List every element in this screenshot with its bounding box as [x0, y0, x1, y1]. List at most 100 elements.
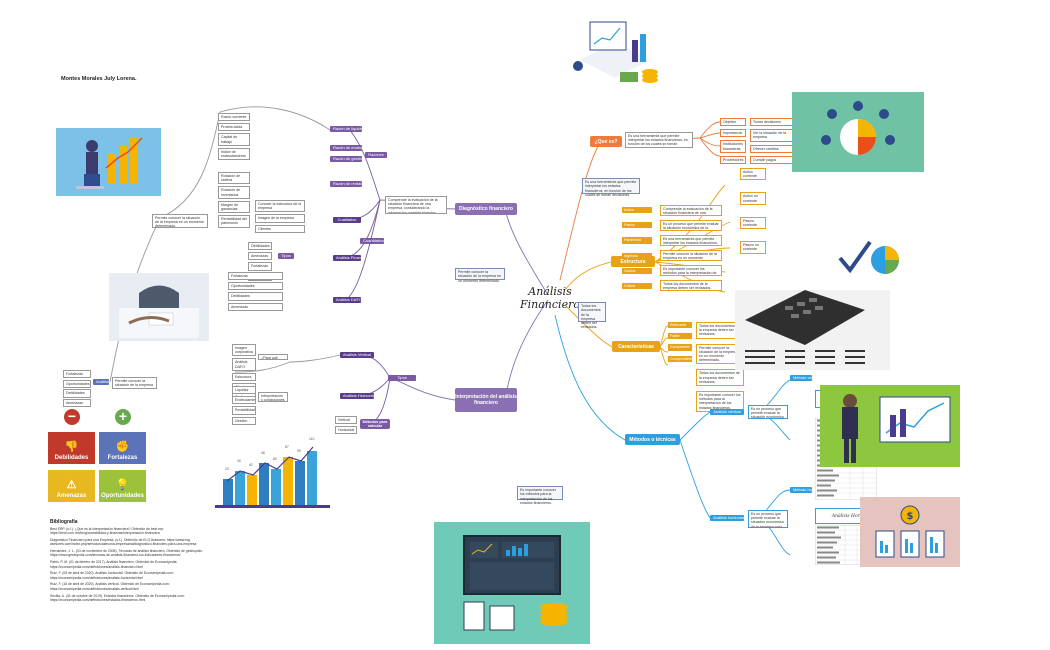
cuantitativo-node[interactable]: Cuantitativo: [360, 238, 384, 244]
quees-desc: Ofrecer créditos: [750, 144, 794, 153]
dafo-item: Fortalezas: [228, 272, 283, 281]
tipos-interp-node[interactable]: Tipos: [388, 375, 416, 381]
cualitativo-node[interactable]: Cualitativo: [333, 217, 361, 223]
estructura-item[interactable]: Activo: [622, 207, 652, 214]
metodos-calcular-node[interactable]: Métodos para calcular: [360, 419, 390, 429]
illustration-dollar-documents: $: [860, 497, 960, 567]
illustration-person-chart: [56, 128, 161, 196]
left-dafo-desc: Permite conocer la situación de la empre…: [112, 377, 157, 389]
branch-interpretacion[interactable]: Interpretación del análisis financiero: [455, 388, 517, 412]
interp-left-item: Imagen corporativa: [232, 344, 256, 357]
analisis-horizontal-node[interactable]: Análisis Horizontal: [340, 393, 374, 399]
estructura-right-item: Activo no corriente: [740, 192, 766, 205]
interp-sub-left-item: Liquidez: [232, 386, 256, 395]
tipos-item: Fortalezas: [248, 262, 272, 271]
diag-left-list-2: Rotación de cartera Rotación de inventar…: [218, 172, 250, 230]
metodo-vertical-label[interactable]: Método vertical: [790, 375, 812, 381]
fist-icon: ✊: [115, 441, 130, 453]
left-dafo-node[interactable]: Análisis DAFO: [93, 379, 109, 385]
left-box-item: Fortalezas: [63, 370, 91, 379]
illustration-dashboard-coins: [434, 522, 590, 644]
caract-item[interactable]: Comparable: [668, 344, 692, 351]
bibliography-title: Bibliografía: [50, 519, 78, 525]
tipos-item: Amenazas: [248, 252, 272, 261]
metodos-calc-list: Vertical Horizontal: [335, 416, 357, 436]
caract-item[interactable]: Comprensible: [668, 355, 692, 362]
swot-amenazas-label: Amenazas: [56, 493, 87, 499]
razon-liquidez[interactable]: Razón de liquidez: [330, 126, 362, 132]
swot-debilidades-label: Debilidades: [54, 455, 89, 461]
metodo-horizontal-label[interactable]: Método horizontal: [790, 487, 812, 493]
metodos-vertical-node[interactable]: Análisis vertical: [710, 409, 744, 415]
estructura-desc: Comprende la evaluación de la situación …: [660, 205, 722, 216]
swot-amenazas: ⚠ Amenazas: [48, 470, 95, 502]
analisis-vertical-node[interactable]: Análisis Vertical: [340, 352, 374, 358]
branch-quees[interactable]: ¿Que es?: [590, 136, 622, 147]
swot-fortalezas-label: Fortalezas: [107, 455, 138, 461]
estructura-item[interactable]: Pasivo: [622, 222, 652, 229]
diag-left-item: Prueba ácida: [218, 123, 250, 132]
interp-left-item: Estructura: [232, 372, 256, 382]
razon-gestion[interactable]: Razón de gestión: [330, 156, 362, 162]
estructura-desc: Es un proceso que permite evaluar la sit…: [660, 220, 722, 231]
center-title-line2: Financiero: [520, 298, 580, 311]
center-title: Análisis Financiero: [515, 285, 585, 311]
left-box-item: Oportunidades: [63, 379, 91, 388]
interp-sub-left-item: Rentabilidad: [232, 406, 256, 415]
estructura-item[interactable]: Gastos: [622, 267, 652, 275]
estructura-desc-list: Comprende la evaluación de la situación …: [660, 205, 722, 295]
razon-rentabilidad[interactable]: Razón de rentabilidad: [330, 181, 362, 187]
interpretacion-conclusiones-node[interactable]: Interpretación y conclusiones: [258, 392, 288, 402]
tipos-item: Debilidades: [248, 242, 272, 251]
quees-desc: Ver la situación de la empresa: [750, 129, 794, 142]
para-que-node[interactable]: ¿Para qué sirve?: [258, 354, 288, 360]
branch-estructura-label: Estructura: [620, 258, 646, 265]
illustration-growth-chart: [215, 441, 330, 511]
growth-chart-numbers: 23 40 62 48 80 67 99 110: [215, 437, 330, 471]
chart-number: 40: [237, 459, 241, 463]
metodo-vertical: Vertical: [335, 416, 357, 425]
branch-estructura[interactable]: Estructura: [611, 256, 655, 267]
swot-oportunidades: 💡 Oportunidades: [99, 470, 146, 502]
caract-items-list: Relevante Fiable Comparable Comprensible: [668, 322, 692, 367]
interp-left-item: Análisis DAFO: [232, 358, 256, 371]
chart-number: 67: [285, 445, 289, 449]
estructura-item[interactable]: Costos: [622, 283, 652, 290]
analisis-dafo-node[interactable]: Análisis DAFO: [333, 297, 361, 303]
branch-caracteristicas[interactable]: Características: [612, 341, 660, 352]
caract-item[interactable]: Fiable: [668, 333, 692, 340]
razon-endeudamiento[interactable]: Razón de endeudamiento: [330, 145, 362, 151]
metodos-horizontal-node[interactable]: Análisis horizontal: [710, 515, 744, 521]
estructura-item[interactable]: Ingresos: [622, 252, 652, 259]
estructura-item[interactable]: Patrimonio: [622, 237, 652, 244]
analisis-financiero-node[interactable]: Análisis Financiero: [333, 255, 361, 261]
swot-oportunidades-label: Oportunidades: [101, 493, 144, 499]
thumbs-down-icon: 👎: [64, 441, 79, 453]
branch-metodos[interactable]: Métodos o técnicas: [625, 434, 680, 445]
quees-desc: Cumplir pagos: [750, 155, 794, 165]
svg-text:$: $: [907, 511, 914, 522]
swot-debilidades: 👎 Debilidades: [48, 432, 95, 464]
illustration-businessman-presentation: [820, 385, 960, 467]
swot-fortalezas: ✊ Fortalezas: [99, 432, 146, 464]
estructura-right-list: Activo corriente Activo no corriente Pas…: [740, 168, 766, 266]
caract-item[interactable]: Relevante: [668, 322, 692, 329]
tipos-node[interactable]: Tipos: [278, 253, 294, 259]
razones-node[interactable]: Razones: [365, 152, 387, 158]
branch-diagnostico[interactable]: Diagnóstico financiero: [455, 203, 517, 215]
left-box-item: Amenazas: [63, 399, 91, 408]
branch-caracteristicas-label: Características: [618, 343, 654, 350]
estructura-desc: Permite conocer la situación de la empre…: [660, 250, 722, 261]
estructura-right-item: Pasivo no corriente: [740, 241, 766, 254]
caract-desc: Todos los documentos de la empresa deben…: [696, 369, 744, 387]
quees-desc: Tomar decisiones: [750, 118, 794, 127]
illustration-pie-check: [830, 228, 905, 283]
diag-left-item: Rotación de inventarios: [218, 186, 250, 199]
swot-minus-circle: −: [64, 409, 80, 425]
chart-number: 80: [273, 457, 277, 461]
quees-desc-box: Es una herramienta que permite interpret…: [625, 132, 693, 148]
dafo-list: Fortalezas Oportunidades Debilidades Ame…: [228, 272, 283, 313]
estructura-right-item: Pasivo corriente: [740, 216, 766, 230]
interp-sub-left-list: Liquidez Endeudamiento Rentabilidad Gest…: [232, 386, 256, 427]
branch-quees-label: ¿Que es?: [594, 138, 618, 145]
